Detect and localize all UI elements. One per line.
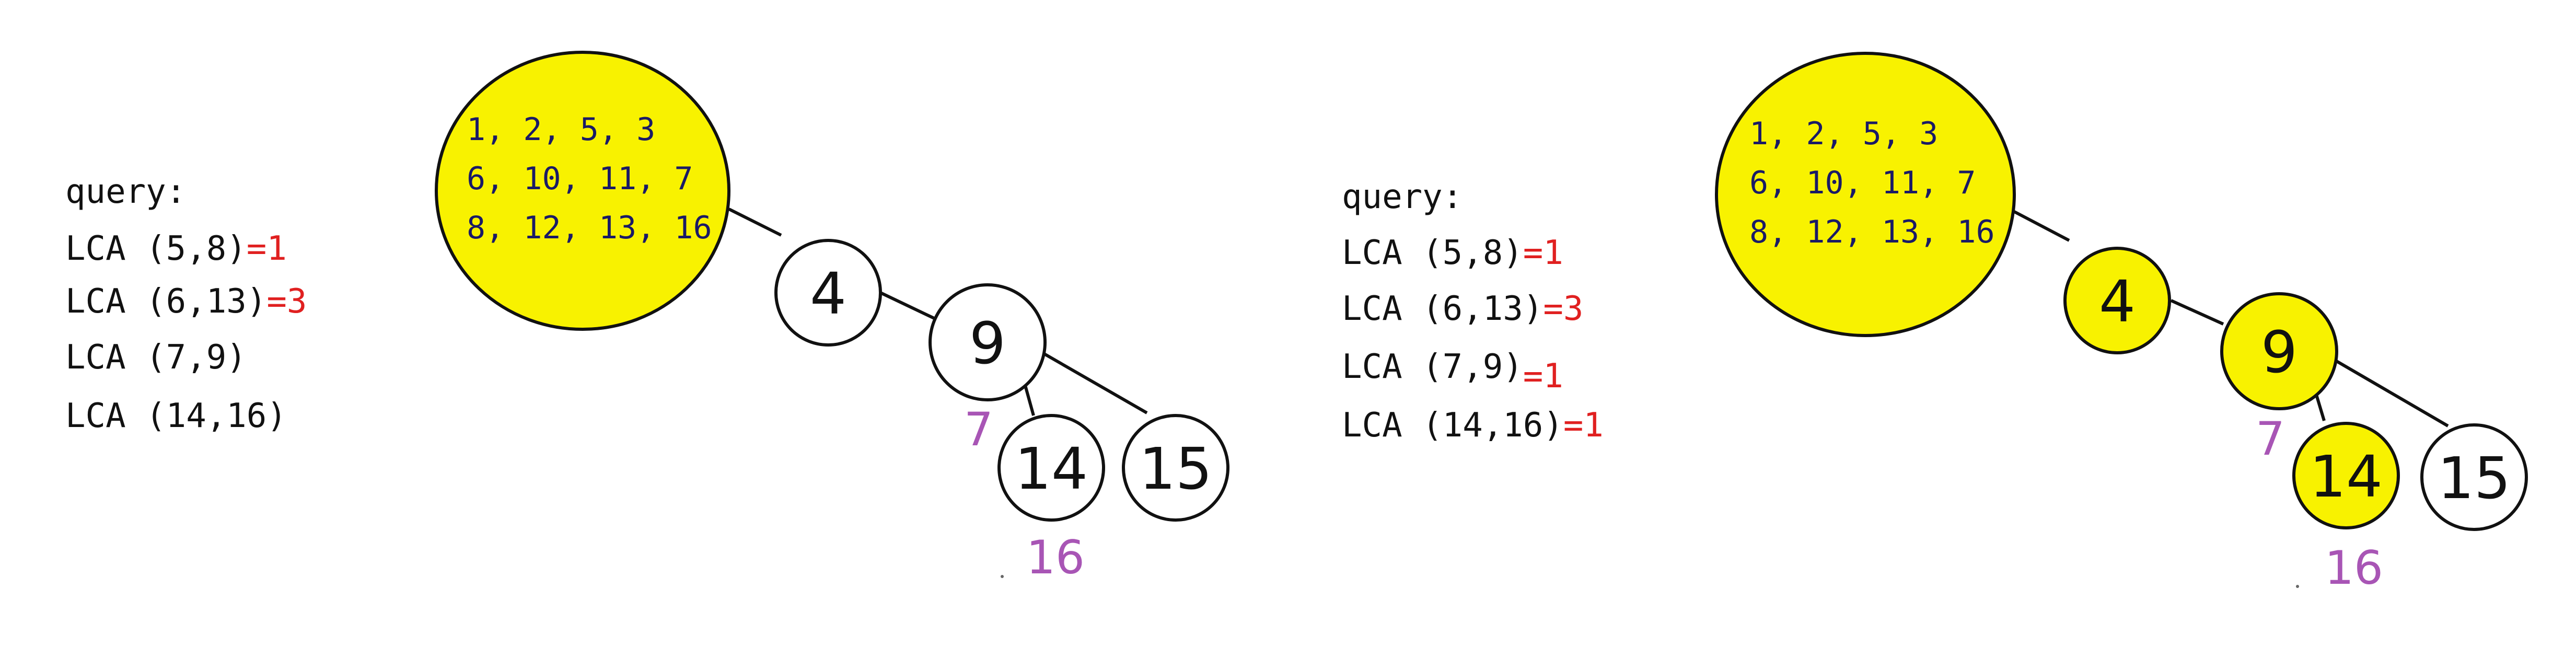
query-answer: =1 [1523,357,1563,396]
query-item: LCA (14,16)=1 [1342,406,1604,445]
annotation-label: 16 [1026,530,1085,584]
merged-set-blob [1715,52,2016,337]
annotation-label: 7 [2256,412,2285,466]
node-circle [2063,247,2171,354]
query-text: LCA (7,9) [65,338,247,377]
node-circle [997,414,1105,522]
query-item: LCA (14,16) [65,397,287,435]
query-text: LCA (5,8) [65,229,247,268]
query-item: LCA (6,13)=3 [1342,290,1583,328]
node-label: 14 [2310,443,2383,510]
tree-node-15: 15 [2420,423,2528,531]
query-item: LCA (6,13)=3 [65,282,307,321]
query-title: query: [1342,178,1463,216]
node-label: 4 [2099,268,2136,335]
query-item: LCA (7,9)=1 [1342,348,1563,396]
node-circle [774,239,882,347]
query-text: LCA (5,8) [1342,234,1523,272]
query-text: LCA (6,13) [65,282,266,321]
set-line: 1, 2, 5, 3 [1749,116,1938,152]
set-line: 1, 2, 5, 3 [467,111,655,148]
node-circle [2292,422,2400,529]
stray-dot [1001,575,1004,578]
node-label: 9 [2261,319,2297,386]
tree-edge [879,291,936,320]
merged-set-blob [435,51,730,331]
query-text: LCA (7,9) [1342,348,1523,386]
set-line: 6, 10, 11, 7 [1749,165,1976,201]
tree-node-15: 15 [1122,414,1229,522]
node-circle [2220,292,2338,410]
node-circle [929,283,1047,401]
tree-edge [2335,359,2449,428]
query-answer: =3 [1543,290,1583,328]
query-answer: =1 [1523,234,1563,272]
tree-edge [2170,299,2224,326]
query-text: LCA (14,16) [65,397,287,435]
query-answer: =1 [247,229,287,268]
node-label: 15 [2438,445,2511,512]
node-label: 4 [810,260,846,327]
query-answer: =1 [1563,406,1604,445]
node-label: 9 [969,310,1006,377]
tree-node-9: 9 [929,283,1047,401]
tree-node-9: 9 [2220,292,2338,410]
node-label: 14 [1015,435,1088,502]
left-panel: query: LCA (5,8)=1 LCA (6,13)=3 LCA (7,9… [65,51,1229,584]
set-line: 6, 10, 11, 7 [467,160,693,197]
node-label: 15 [1139,435,1212,502]
set-line: 8, 12, 13, 16 [467,210,712,246]
right-panel: query: LCA (5,8)=1 LCA (6,13)=3 LCA (7,9… [1342,52,2528,595]
node-circle [2420,423,2528,531]
tree-edge [1041,351,1148,414]
query-item: LCA (5,8)=1 [1342,234,1563,272]
query-text: LCA (14,16) [1342,406,1563,445]
query-text: LCA (6,13) [1342,290,1543,328]
tree-node-4: 4 [2063,247,2171,354]
tree-node-14: 14 [997,414,1105,522]
annotation-label: 7 [964,402,993,456]
query-item: LCA (5,8)=1 [65,229,287,268]
query-list: query: LCA (5,8)=1 LCA (6,13)=3 LCA (7,9… [1342,178,1604,445]
node-circle [1122,414,1229,522]
set-line: 8, 12, 13, 16 [1749,214,1995,250]
tree-edge [2013,210,2070,242]
query-answer: =3 [266,282,307,321]
stray-dot [2296,585,2299,588]
query-title: query: [65,172,186,211]
annotation-label: 16 [2325,541,2383,595]
tree-node-14: 14 [2292,422,2400,529]
tree-node-4: 4 [774,239,882,347]
query-list: query: LCA (5,8)=1 LCA (6,13)=3 LCA (7,9… [65,172,307,435]
tree-edge [728,207,782,237]
query-item: LCA (7,9) [65,338,247,377]
